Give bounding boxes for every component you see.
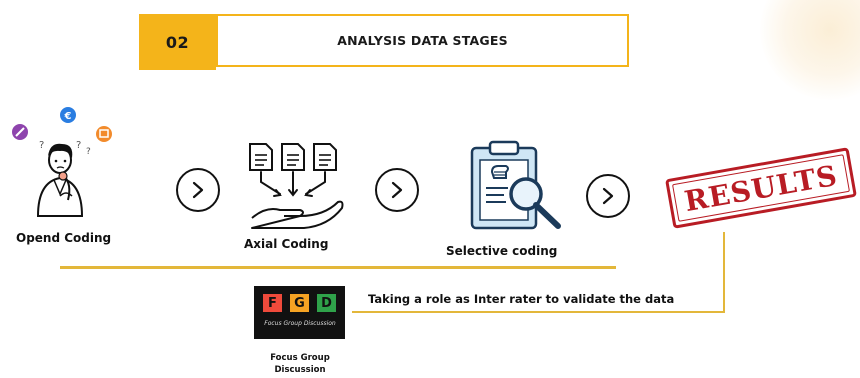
- stage-label-axial-coding: Axial Coding: [244, 237, 329, 251]
- page-title: ANALYSIS DATA STAGES: [337, 33, 508, 48]
- thinking-person-icon: € ? ? ?: [8, 104, 128, 226]
- chevron-right-icon: [192, 181, 204, 199]
- fgd-caption: Focus Group Discussion: [240, 352, 360, 376]
- fgd-letter-f: F: [263, 294, 282, 312]
- corner-decoration: [760, 0, 860, 100]
- connector-vertical-line: [723, 232, 725, 313]
- stage-label-selective-coding: Selective coding: [446, 244, 558, 258]
- next-arrow-2: [375, 168, 419, 212]
- section-number: 02: [165, 32, 190, 52]
- results-stamp-text: RESULTS: [681, 158, 841, 218]
- documents-to-hand-icon: [244, 140, 348, 232]
- title-box: ANALYSIS DATA STAGES: [216, 14, 629, 67]
- chevron-right-icon: [391, 181, 403, 199]
- stage-label-open-coding: Opend Coding: [16, 231, 112, 245]
- results-stamp: RESULTS: [665, 147, 857, 229]
- svg-text:?: ?: [39, 140, 44, 151]
- svg-text:?: ?: [76, 140, 81, 151]
- fgd-subtitle: Focus Group Discussion: [264, 320, 336, 327]
- clipboard-magnifier-icon: [466, 138, 570, 232]
- fgd-caption-line2: Discussion: [274, 365, 326, 375]
- fgd-caption-line1: Focus Group: [270, 353, 330, 363]
- next-arrow-1: [176, 168, 220, 212]
- connector-horizontal-line: [352, 311, 725, 313]
- svg-text:?: ?: [86, 147, 91, 157]
- chevron-right-icon: [602, 187, 614, 205]
- focus-group-image: F G D Focus Group Discussion: [254, 286, 345, 339]
- divider-line: [60, 266, 616, 269]
- fgd-letter-d: D: [317, 294, 336, 312]
- section-number-badge: 02: [139, 14, 216, 70]
- fgd-letter-g: G: [290, 294, 309, 312]
- next-arrow-3: [586, 174, 630, 218]
- svg-text:€: €: [64, 111, 72, 122]
- validation-text: Taking a role as Inter rater to validate…: [368, 292, 675, 306]
